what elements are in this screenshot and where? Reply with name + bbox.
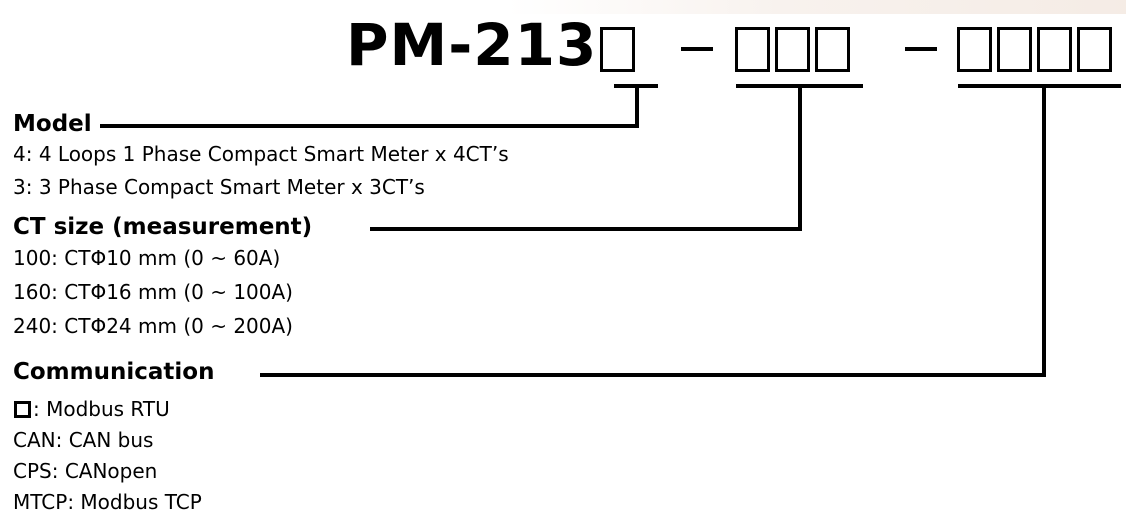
ct-size-heading: CT size (measurement) (13, 214, 313, 240)
separator-dash (681, 47, 713, 51)
top-background-fade (0, 0, 1126, 14)
model-code-box (600, 27, 635, 72)
ct-size-code-box-2 (775, 27, 810, 72)
model-heading: Model (13, 111, 92, 137)
communication-code-box-2 (997, 27, 1032, 72)
ct-size-option: 160: CTΦ16 mm (0 ~ 100A) (13, 280, 293, 304)
communication-heading: Communication (13, 359, 215, 385)
empty-square-icon (14, 401, 31, 418)
communication-code-box-4 (1077, 27, 1112, 72)
ct-size-connector-horizontal (370, 227, 802, 231)
communication-code-box-1 (957, 27, 992, 72)
model-connector-vertical (635, 86, 639, 127)
model-connector-horizontal (100, 124, 639, 128)
communication-option: : Modbus RTU (33, 397, 170, 421)
communication-option: MTCP: Modbus TCP (13, 490, 202, 514)
ct-size-code-box-3 (815, 27, 850, 72)
communication-code-box-3 (1037, 27, 1072, 72)
communication-underline (958, 84, 1121, 88)
model-option: 3: 3 Phase Compact Smart Meter x 3CT’s (13, 175, 425, 199)
communication-option: CAN: CAN bus (13, 428, 154, 452)
ct-size-code-box-1 (735, 27, 770, 72)
separator-dash (905, 47, 937, 51)
ct-size-option: 240: CTΦ24 mm (0 ~ 200A) (13, 314, 293, 338)
part-number-prefix: PM-213 (346, 11, 598, 79)
communication-connector-horizontal (260, 373, 1046, 377)
communication-option: CPS: CANopen (13, 459, 158, 483)
ct-size-connector-vertical (798, 86, 802, 231)
ct-size-option: 100: CTΦ10 mm (0 ~ 60A) (13, 246, 281, 270)
communication-connector-vertical (1042, 86, 1046, 377)
model-option: 4: 4 Loops 1 Phase Compact Smart Meter x… (13, 142, 509, 166)
